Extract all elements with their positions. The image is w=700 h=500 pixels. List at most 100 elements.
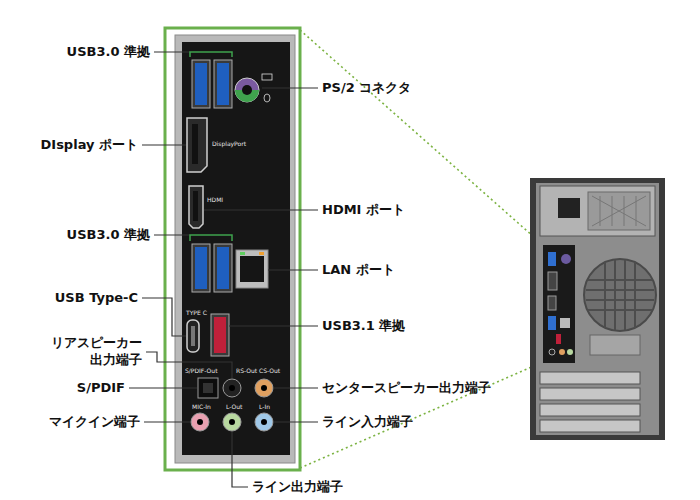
panel-marking: MIC-In bbox=[192, 404, 211, 410]
jack-hole bbox=[261, 385, 267, 391]
panel-marking: S/PDIF-Out bbox=[185, 368, 218, 374]
usb31-tongue bbox=[214, 317, 226, 353]
panel-plate bbox=[182, 42, 290, 455]
panel-marking: DisplayPort bbox=[212, 141, 246, 147]
spdif-port bbox=[198, 378, 218, 398]
jack-hole bbox=[261, 419, 267, 425]
hdmi-port bbox=[189, 186, 203, 228]
mini-usb31 bbox=[556, 334, 561, 344]
tower-case bbox=[530, 178, 665, 440]
lan-body bbox=[236, 250, 268, 288]
usb-c-tongue bbox=[191, 326, 195, 346]
mini-dp bbox=[548, 272, 557, 290]
callout-label: PS/2 コネクタ bbox=[322, 80, 411, 97]
lan-socket bbox=[240, 256, 264, 282]
callout-label: ライン出力端子 bbox=[252, 479, 343, 496]
usb-tongue bbox=[195, 247, 207, 289]
mini-hdmi bbox=[548, 296, 556, 310]
panel-marking: L-Out bbox=[226, 404, 242, 410]
displayport bbox=[187, 118, 207, 172]
usb-port bbox=[192, 60, 210, 108]
leader-line bbox=[229, 325, 318, 326]
slot-cover bbox=[540, 420, 640, 432]
keyboard-icon bbox=[262, 74, 272, 80]
callout-label: マイクイン端子 bbox=[49, 414, 140, 431]
io-strip bbox=[543, 245, 575, 363]
usb-port bbox=[214, 60, 232, 108]
expansion-slots bbox=[540, 372, 640, 432]
leader-line bbox=[273, 421, 318, 422]
lan-port bbox=[236, 250, 268, 288]
callout-label: USB3.1 準拠 bbox=[322, 318, 405, 335]
mini-jack bbox=[559, 349, 565, 355]
usb-port bbox=[214, 244, 232, 292]
jack-black bbox=[223, 379, 241, 397]
mini-usb bbox=[548, 252, 556, 266]
mini-usb bbox=[548, 316, 556, 330]
psu-vent bbox=[588, 192, 650, 230]
fan-holes bbox=[586, 260, 654, 330]
psu-grid bbox=[592, 196, 646, 226]
ps2-body bbox=[235, 78, 259, 102]
hdmi-tongue bbox=[193, 191, 198, 221]
callout-label: USB Type-C bbox=[55, 290, 138, 307]
ps2-hole bbox=[242, 85, 252, 95]
leader-line bbox=[154, 51, 190, 52]
mini-jack bbox=[567, 349, 573, 355]
leader-line bbox=[144, 421, 190, 422]
leader-line bbox=[232, 432, 248, 487]
vent-slot bbox=[590, 335, 640, 355]
zoom-lines bbox=[300, 30, 543, 468]
jack-pink bbox=[191, 413, 209, 431]
usb-tongue bbox=[217, 63, 229, 105]
panel-marking: TYPE C bbox=[186, 310, 207, 316]
jack-green bbox=[223, 413, 241, 431]
leader-line bbox=[146, 352, 232, 378]
dp-tongue bbox=[192, 124, 198, 164]
psu bbox=[540, 186, 655, 236]
leader-line bbox=[273, 387, 318, 388]
jack-hole bbox=[229, 385, 235, 391]
audio-block bbox=[191, 378, 273, 431]
jack-hole bbox=[197, 419, 203, 425]
leader-line bbox=[204, 209, 318, 210]
leader-lines bbox=[129, 52, 318, 487]
zoom-line bbox=[300, 30, 543, 245]
callout-label: LAN ポート bbox=[322, 262, 395, 279]
usb31-port bbox=[211, 314, 229, 356]
usb-port bbox=[192, 244, 210, 292]
callout-label: リアスピーカー 出力端子 bbox=[37, 335, 142, 369]
jack-blue bbox=[255, 413, 273, 431]
callout-label: DIsplay ポート bbox=[41, 137, 139, 154]
panel-marking: L-In bbox=[259, 404, 270, 410]
mini-jack bbox=[549, 349, 555, 355]
callout-label: ライン入力端子 bbox=[322, 414, 413, 431]
jack-orange bbox=[255, 379, 273, 397]
usb30-pair bbox=[192, 60, 232, 108]
leader-line bbox=[268, 269, 318, 270]
zoom-line bbox=[300, 362, 543, 468]
mouse-icon bbox=[264, 94, 270, 102]
leader-line bbox=[142, 144, 186, 145]
tower-back-plate bbox=[536, 183, 659, 435]
io-panel bbox=[165, 28, 300, 470]
lan-led bbox=[240, 252, 245, 255]
usb-tongue bbox=[195, 63, 207, 105]
slot-cover bbox=[540, 372, 640, 384]
leader-line bbox=[129, 387, 197, 388]
leader-line bbox=[142, 298, 186, 336]
panel-marking: RS-Out bbox=[236, 368, 257, 374]
bracket bbox=[190, 52, 232, 57]
highlight-frame bbox=[165, 28, 300, 470]
panel-marking: HDMI bbox=[207, 197, 223, 203]
panel-marking: CS-Out bbox=[259, 368, 280, 374]
usb-tongue bbox=[217, 247, 229, 289]
leader-line bbox=[154, 234, 190, 235]
slot-cover bbox=[540, 388, 640, 400]
leader-line bbox=[262, 87, 318, 88]
bracket bbox=[190, 235, 232, 241]
panel-frame bbox=[175, 35, 295, 463]
callout-label: USB3.0 準拠 bbox=[67, 227, 150, 244]
spdif-window bbox=[203, 383, 213, 393]
